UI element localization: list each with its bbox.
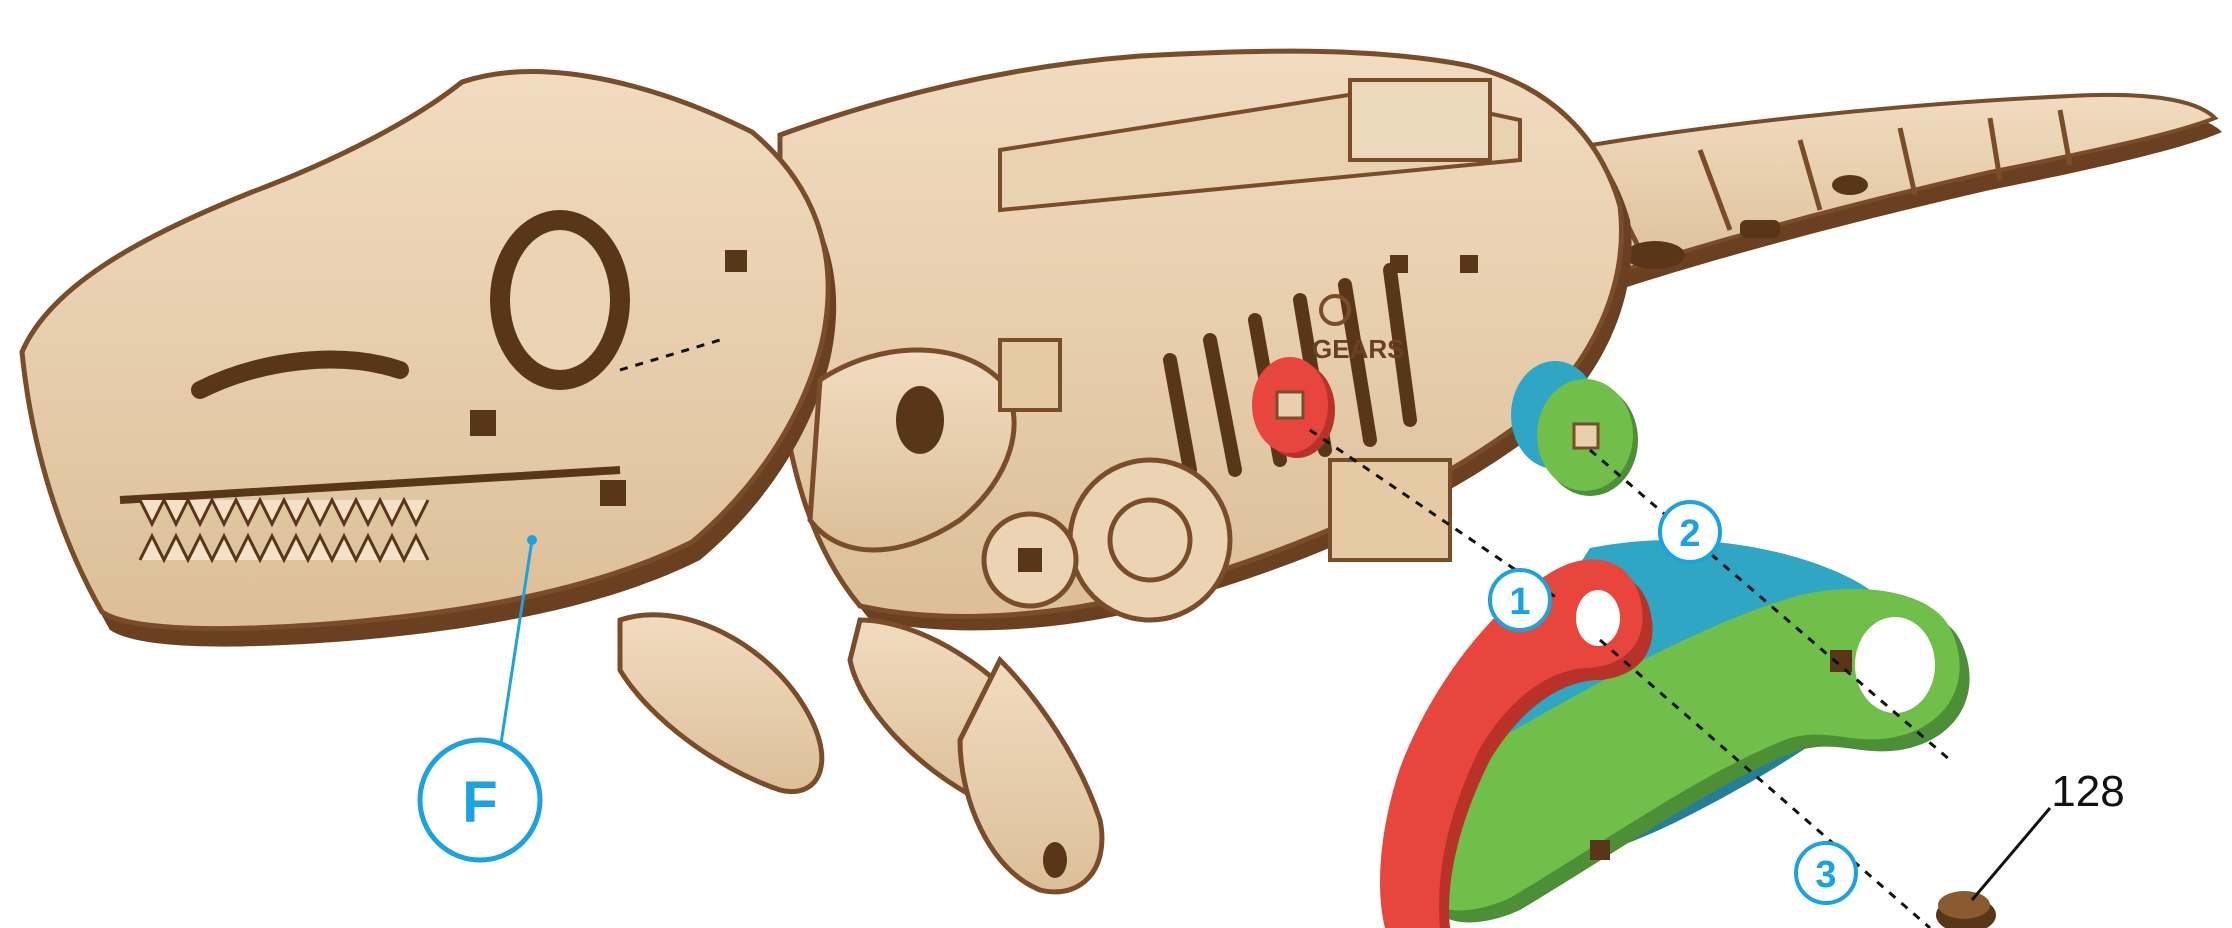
callout-3: 3 — [1796, 843, 1856, 903]
callout-f: F — [420, 740, 540, 860]
callout-2: 2 — [1660, 502, 1720, 562]
part-128-peg — [1936, 891, 1996, 928]
dinosaur-head — [22, 72, 836, 647]
dinosaur-legs — [620, 615, 1102, 892]
svg-text:F: F — [462, 770, 497, 835]
dinosaur-tail — [1535, 95, 2222, 296]
svg-text:3: 3 — [1815, 854, 1836, 896]
svg-text:2: 2 — [1679, 513, 1700, 555]
part-128-leader — [1972, 808, 2050, 900]
svg-text:1: 1 — [1509, 581, 1530, 623]
callout-f-dot — [527, 535, 537, 545]
part-number-128: 128 — [2051, 767, 2124, 816]
callout-1: 1 — [1490, 570, 1550, 630]
svg-text:GEARS: GEARS — [1312, 334, 1404, 364]
